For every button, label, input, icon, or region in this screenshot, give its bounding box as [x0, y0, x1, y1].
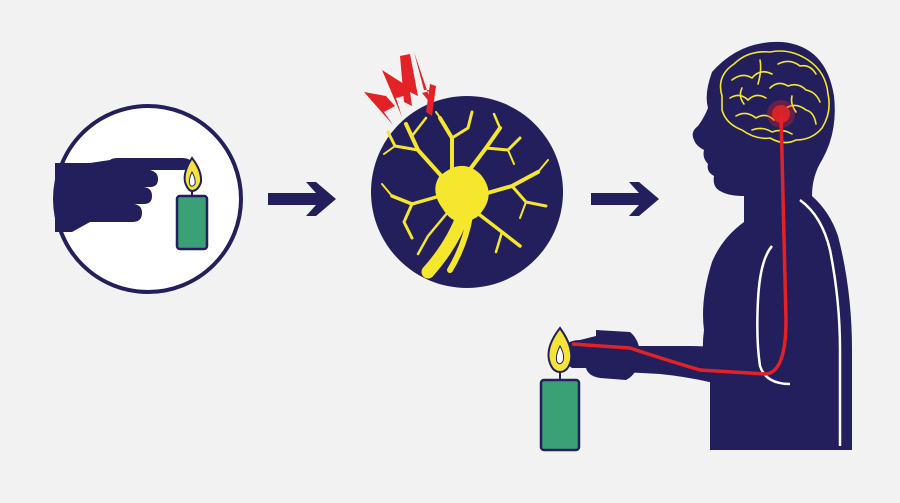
candle-icon	[539, 370, 581, 452]
body-response-panel	[539, 41, 852, 452]
lightning-icon	[364, 52, 436, 125]
flame-icon	[547, 326, 573, 374]
nerve-signal-path	[571, 113, 788, 376]
right-arrow-icon	[268, 182, 336, 216]
hand-silhouette	[562, 330, 640, 380]
touch-candle-panel	[53, 104, 243, 294]
brain-icon	[719, 50, 830, 144]
neuron-icon	[381, 110, 549, 279]
candle-icon	[175, 188, 209, 251]
arrow-step1-to-step2	[268, 182, 336, 216]
neuron-panel	[364, 52, 563, 288]
human-silhouette	[692, 41, 852, 450]
flame-icon	[183, 156, 203, 193]
body-outline	[799, 198, 842, 446]
right-arrow-icon	[591, 182, 659, 216]
pointing-hand-icon	[55, 158, 192, 232]
arrow-step2-to-step3	[591, 182, 659, 216]
